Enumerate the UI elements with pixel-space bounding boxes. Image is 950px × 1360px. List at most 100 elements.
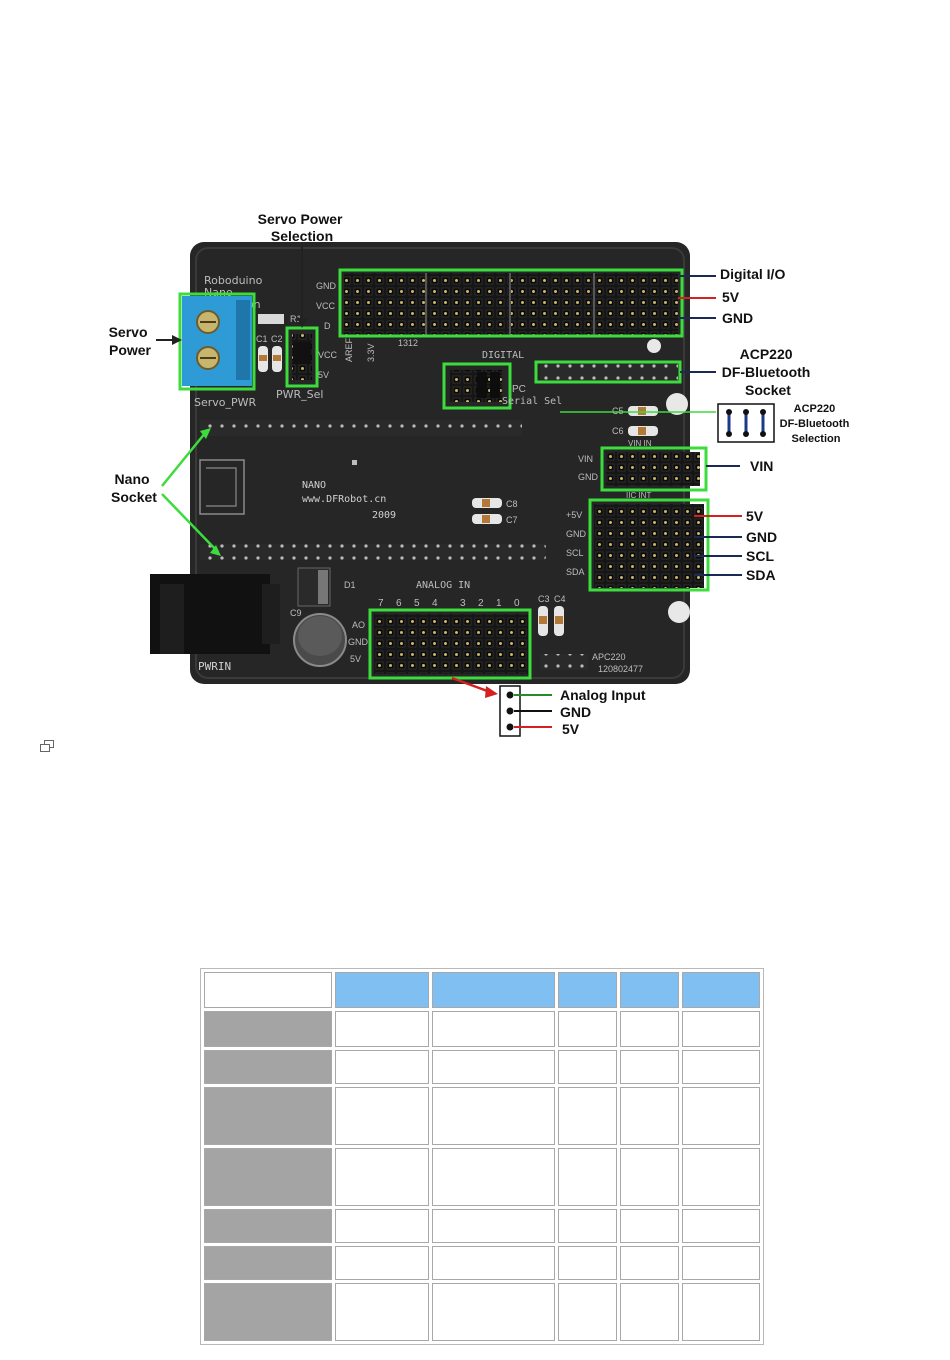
table-cell xyxy=(620,1283,679,1341)
table-cell xyxy=(682,1087,760,1145)
servo-pwr-silk: Servo_PWR xyxy=(194,396,257,409)
table-cell xyxy=(432,1209,555,1243)
svg-text:AREF: AREF xyxy=(344,337,354,362)
table-cell xyxy=(682,1246,760,1280)
svg-text:12: 12 xyxy=(408,338,418,348)
table-row-header xyxy=(204,1050,332,1084)
digital-io-box xyxy=(338,268,684,338)
svg-text:C5: C5 xyxy=(612,406,624,416)
label-servo-power: Servo Power xyxy=(109,324,152,358)
svg-text:VIN: VIN xyxy=(578,454,593,464)
nano-socket-bottom xyxy=(200,544,546,560)
table-header-cell xyxy=(432,972,555,1008)
table-cell xyxy=(558,1011,617,1047)
table-cell xyxy=(682,1050,760,1084)
svg-text:5V: 5V xyxy=(350,654,361,664)
label-acp-socket: ACP220 DF-Bluetooth Socket xyxy=(722,346,815,398)
svg-text:C2: C2 xyxy=(271,334,283,344)
table-row-header xyxy=(204,1148,332,1206)
label-nano-socket: Nano Socket xyxy=(111,471,157,505)
table-cell xyxy=(558,1283,617,1341)
table-cell xyxy=(432,1246,555,1280)
table-cell xyxy=(620,1246,679,1280)
svg-text:+5V: +5V xyxy=(566,510,582,520)
label-sda: SDA xyxy=(746,567,776,583)
svg-text:C6: C6 xyxy=(612,426,624,436)
table-row xyxy=(204,1011,760,1047)
table-row xyxy=(204,1283,760,1341)
table-cell xyxy=(558,1087,617,1145)
vin-header xyxy=(606,452,700,486)
board-photo: Roboduino Nano Expansion Servo_PWR R1 C1… xyxy=(109,211,853,737)
pwrin-silk: PWRIN xyxy=(198,660,231,673)
svg-text:D: D xyxy=(324,321,331,331)
table-row-header xyxy=(204,1246,332,1280)
table-row-header xyxy=(204,1087,332,1145)
i2c-header xyxy=(594,504,704,588)
svg-text:C9: C9 xyxy=(290,608,302,618)
table-cell xyxy=(558,1148,617,1206)
table-cell xyxy=(558,1050,617,1084)
svg-text:APC220: APC220 xyxy=(592,652,626,662)
enlarge-icon[interactable] xyxy=(40,740,54,752)
table-cell xyxy=(432,1087,555,1145)
svg-text:SCL: SCL xyxy=(566,548,584,558)
svg-text:GND: GND xyxy=(578,472,599,482)
acp-socket xyxy=(540,364,678,380)
table-header-cell xyxy=(335,972,429,1008)
table-cell xyxy=(335,1209,429,1243)
table-row xyxy=(204,1087,760,1145)
svg-text:3.3V: 3.3V xyxy=(366,343,376,362)
table-cell xyxy=(432,1011,555,1047)
analog-box xyxy=(368,608,532,680)
svg-text:C8: C8 xyxy=(506,499,518,509)
table-header-cell xyxy=(620,972,679,1008)
table-header-cell xyxy=(558,972,617,1008)
table-cell xyxy=(335,1050,429,1084)
servo-power-box xyxy=(178,292,256,391)
svg-text:GND: GND xyxy=(316,281,337,291)
svg-text:7 6 5 4 3: 7 6 5 4 3 2 1 0 xyxy=(378,598,520,609)
svg-text:IIC INT: IIC INT xyxy=(626,491,651,500)
table-cell xyxy=(682,1148,760,1206)
svg-text:VIN IN: VIN IN xyxy=(628,439,652,448)
pwr-sel-silk: PWR_Sel xyxy=(276,388,323,401)
label-analog-5v: 5V xyxy=(562,721,580,737)
label-acp-selection: ACP220 DF-Bluetooth Selection xyxy=(780,403,853,445)
serial-silk: Serial Sel xyxy=(502,396,562,407)
label-5v: 5V xyxy=(722,289,740,305)
table-corner-cell xyxy=(204,972,332,1008)
label-servo-power-selection: Servo Power Selection xyxy=(258,211,347,244)
table-cell xyxy=(620,1050,679,1084)
mount-hole xyxy=(666,393,688,415)
table-cell xyxy=(335,1283,429,1341)
table-cell xyxy=(620,1011,679,1047)
svg-text:C7: C7 xyxy=(506,515,518,525)
nano-silk: NANO xyxy=(302,480,326,491)
table-row xyxy=(204,1148,760,1206)
table-row xyxy=(204,1209,760,1243)
svg-text:SDA: SDA xyxy=(566,567,585,577)
table-cell xyxy=(432,1050,555,1084)
table-cell xyxy=(558,1246,617,1280)
svg-text:R1: R1 xyxy=(290,314,302,324)
label-analog-input: Analog Input xyxy=(560,687,646,703)
table-cell xyxy=(432,1283,555,1341)
table-row-header xyxy=(204,1209,332,1243)
table-row-header xyxy=(204,1283,332,1341)
svg-text:C1: C1 xyxy=(256,334,268,344)
svg-text:GND: GND xyxy=(348,637,369,647)
analog-in-silk: ANALOG IN xyxy=(416,580,470,591)
url-silk: www.DFRobot.cn xyxy=(302,494,386,505)
table-cell xyxy=(558,1209,617,1243)
mount-hole xyxy=(647,339,661,353)
analog-header xyxy=(374,614,528,674)
mount-hole xyxy=(668,601,690,623)
table-cell xyxy=(335,1246,429,1280)
svg-text:C4: C4 xyxy=(554,594,566,604)
digital-silk: DIGITAL xyxy=(482,350,524,361)
serial-sel-box xyxy=(442,362,512,410)
table-row xyxy=(204,1246,760,1280)
label-analog-gnd: GND xyxy=(560,704,591,720)
svg-text:C3: C3 xyxy=(538,594,550,604)
